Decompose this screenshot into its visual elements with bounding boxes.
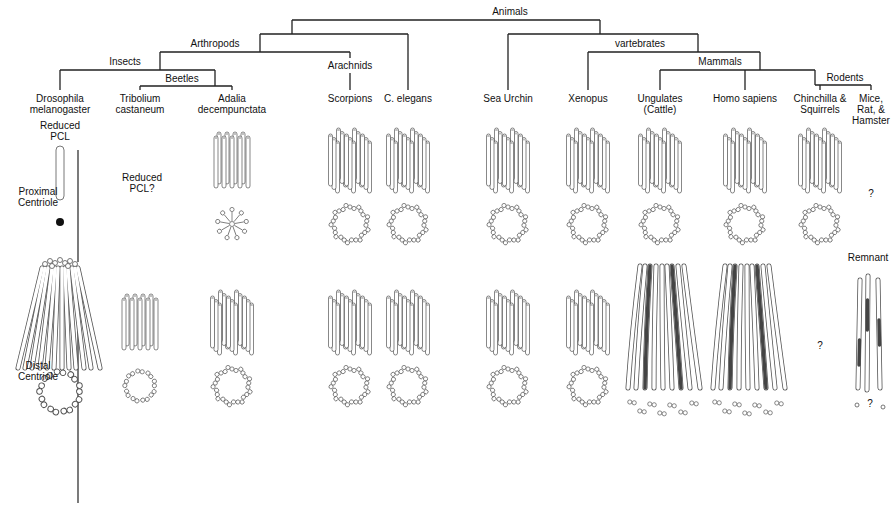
label-slot: Mammals bbox=[695, 56, 745, 67]
distal-centrioles bbox=[18, 258, 885, 416]
note-label: Reduced PCL bbox=[35, 120, 85, 142]
taxon-label: Scorpions bbox=[322, 93, 378, 104]
taxon-label: Homo sapiens bbox=[710, 93, 780, 104]
label-slot: Adalia decempunctata bbox=[194, 93, 270, 115]
question-mark: ? bbox=[863, 398, 877, 409]
clade-label: Mammals bbox=[695, 56, 745, 67]
taxon-label: Ungulates (Cattle) bbox=[635, 93, 685, 115]
label-slot: Rodents bbox=[825, 72, 865, 83]
label-slot: Proximal Centriole bbox=[8, 186, 68, 208]
label-slot: Drosophila melanogaster bbox=[25, 93, 95, 115]
question-mark: ? bbox=[864, 188, 878, 199]
taxon-label: C. elegans bbox=[380, 93, 436, 104]
label-slot: vartebrates bbox=[610, 38, 670, 49]
label-slot: Chinchilla & Squirrels bbox=[791, 93, 849, 115]
taxon-label: Chinchilla & Squirrels bbox=[791, 93, 849, 115]
clade-label: Animals bbox=[480, 6, 540, 17]
label-slot: Reduced PCL? bbox=[114, 172, 170, 194]
taxon-label: Adalia decempunctata bbox=[194, 93, 270, 115]
clade-label: Arachnids bbox=[325, 60, 375, 71]
taxon-label: Mice, Rat, & Hamster bbox=[850, 93, 892, 126]
label-slot: Mice, Rat, & Hamster bbox=[850, 93, 892, 126]
label-slot: Scorpions bbox=[322, 93, 378, 104]
taxon-label: Xenopus bbox=[560, 93, 616, 104]
label-slot: Animals bbox=[480, 6, 540, 17]
label-slot: Arachnids bbox=[325, 60, 375, 71]
label-slot: Beetles bbox=[162, 73, 202, 84]
label-slot: Reduced PCL bbox=[35, 120, 85, 142]
note-label: Remnant bbox=[846, 252, 890, 263]
row-label: Proximal Centriole bbox=[8, 186, 68, 208]
label-slot: ? bbox=[813, 340, 827, 351]
proximal-centrioles bbox=[56, 128, 842, 245]
note-label: Reduced PCL? bbox=[114, 172, 170, 194]
label-slot: Arthropods bbox=[186, 38, 244, 49]
clade-label: Arthropods bbox=[186, 38, 244, 49]
clade-label: vartebrates bbox=[610, 38, 670, 49]
label-slot: Xenopus bbox=[560, 93, 616, 104]
label-slot: Distal Centriole bbox=[8, 360, 68, 382]
label-slot: C. elegans bbox=[380, 93, 436, 104]
clade-label: Beetles bbox=[162, 73, 202, 84]
row-label: Distal Centriole bbox=[8, 360, 68, 382]
clade-label: Insects bbox=[105, 56, 145, 67]
label-slot: Insects bbox=[105, 56, 145, 67]
phylogenetic-tree bbox=[60, 20, 871, 90]
taxon-label: Drosophila melanogaster bbox=[25, 93, 95, 115]
label-slot: ? bbox=[864, 188, 878, 199]
clade-label: Rodents bbox=[825, 72, 865, 83]
question-mark: ? bbox=[813, 340, 827, 351]
label-slot: Remnant bbox=[846, 252, 890, 263]
label-slot: ? bbox=[863, 398, 877, 409]
label-slot: Sea Urchin bbox=[478, 93, 538, 104]
label-slot: Ungulates (Cattle) bbox=[635, 93, 685, 115]
label-slot: Tribolium castaneum bbox=[110, 93, 170, 115]
taxon-label: Sea Urchin bbox=[478, 93, 538, 104]
label-slot: Homo sapiens bbox=[710, 93, 780, 104]
taxon-label: Tribolium castaneum bbox=[110, 93, 170, 115]
